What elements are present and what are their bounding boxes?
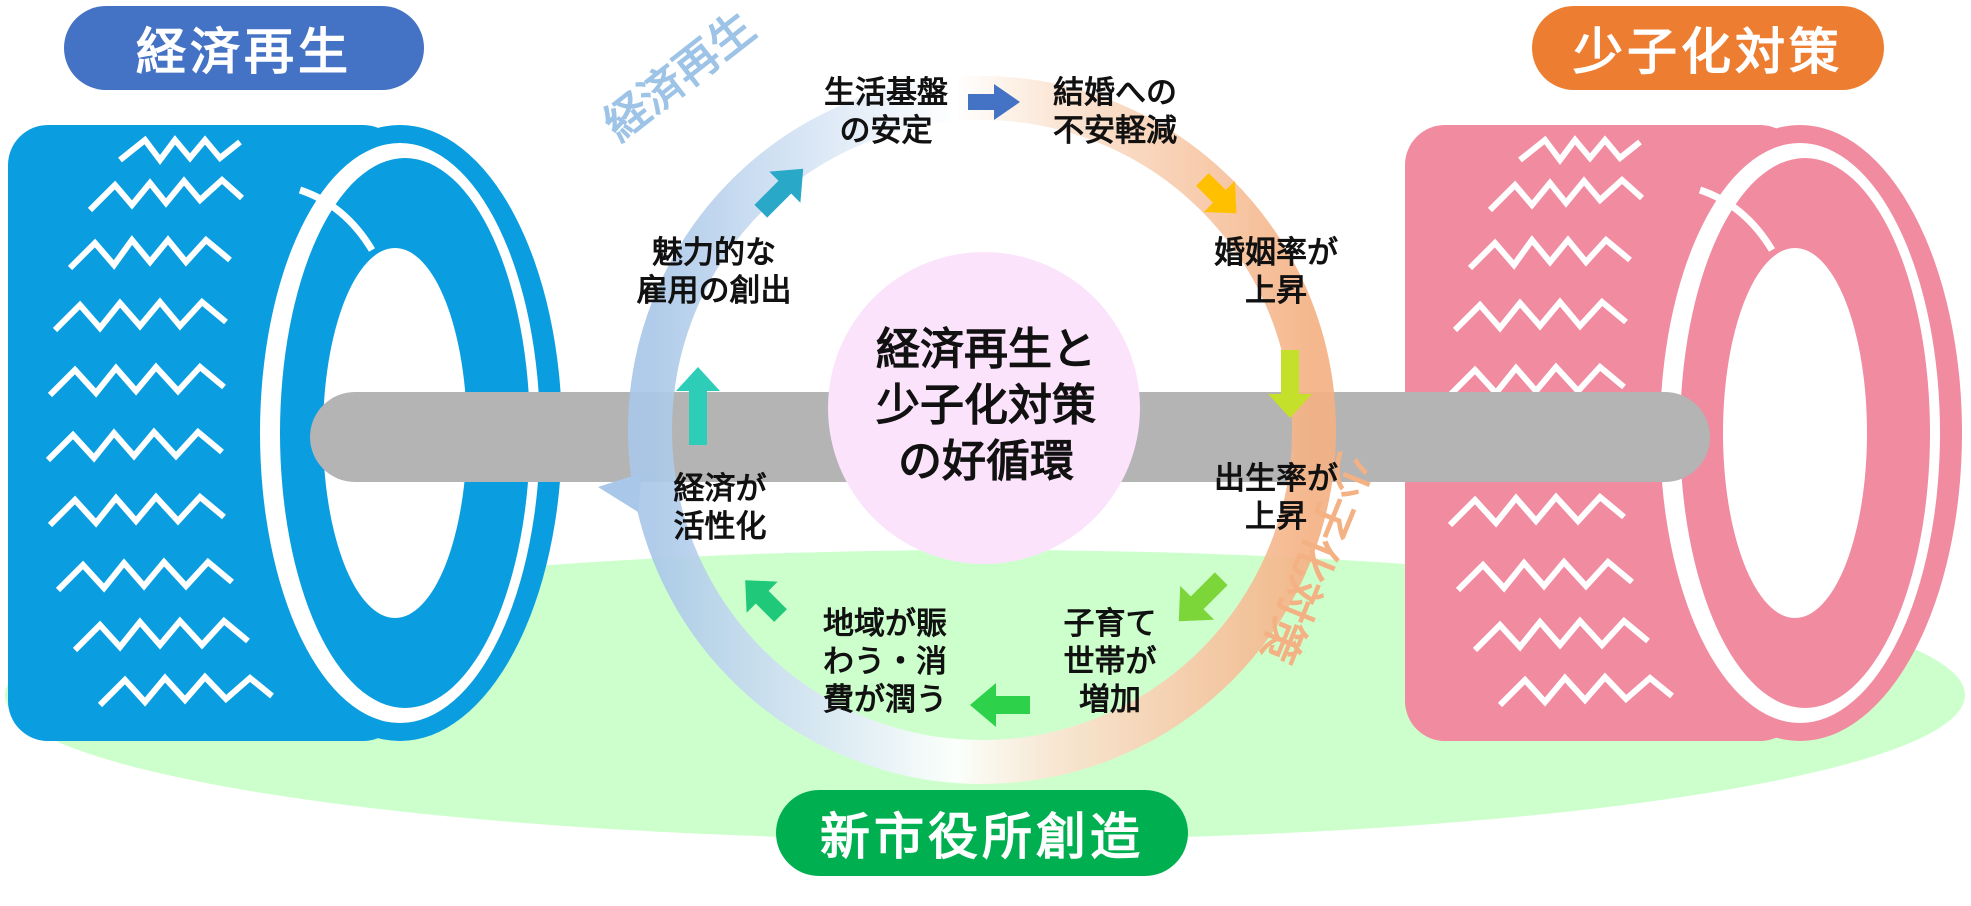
arrow-icon [968,84,1020,120]
node-child-households: 子育て 世帯が 増加 [1030,605,1190,719]
tire-right-icon [1405,125,1962,741]
node-regional-vitality: 地域が賑 わう・消 費が潤う [800,605,970,719]
node-line: 子育て [1063,606,1157,642]
node-line: 活性化 [673,509,767,545]
node-line: 雇用の創出 [636,273,792,309]
node-line: 婚姻率が [1214,235,1338,271]
node-attractive-jobs: 魅力的な 雇用の創出 [614,234,814,310]
node-living-foundation: 生活基盤 の安定 [806,74,966,150]
node-marriage-rate: 婚姻率が 上昇 [1196,234,1356,310]
center-circle [828,252,1140,564]
center-text: 経済再生と 少子化対策 の好循環 [836,322,1136,490]
arrow-icon [676,367,720,445]
birthrate-pill: 少子化対策 [1532,6,1884,90]
node-line: 結婚への [1053,75,1177,111]
arrow-icon [1196,173,1237,214]
node-line: 地域が賑 [823,606,947,642]
node-economy-active: 経済が 活性化 [640,470,800,546]
node-line: の安定 [839,113,933,149]
node-line: 不安軽減 [1053,113,1177,149]
cycle-arrows [676,84,1312,727]
node-line: わう・消 [823,644,947,680]
node-line: 出生率が [1214,461,1338,497]
center-line-2: 少子化対策 [876,380,1096,431]
arrow-icon [1178,572,1228,622]
arrow-icon [970,683,1030,727]
economy-pill: 経済再生 [64,6,424,90]
node-line: 上昇 [1245,499,1307,535]
arrow-icon [754,168,804,218]
node-marriage-anxiety: 結婚への 不安軽減 [1030,74,1200,150]
node-line: 世帯が [1063,644,1157,680]
arrow-icon [745,580,787,622]
node-line: 上昇 [1245,273,1307,309]
node-line: 増加 [1079,682,1141,718]
city-hall-pill: 新市役所創造 [776,790,1188,876]
arrow-icon [1268,350,1312,418]
node-line: 経済が [673,471,767,507]
node-line: 魅力的な [652,235,776,271]
center-line-1: 経済再生と [876,324,1096,375]
node-birth-rate: 出生率が 上昇 [1196,460,1356,536]
node-line: 生活基盤 [824,75,948,111]
center-line-3: の好循環 [898,436,1074,487]
node-line: 費が潤う [823,682,947,718]
